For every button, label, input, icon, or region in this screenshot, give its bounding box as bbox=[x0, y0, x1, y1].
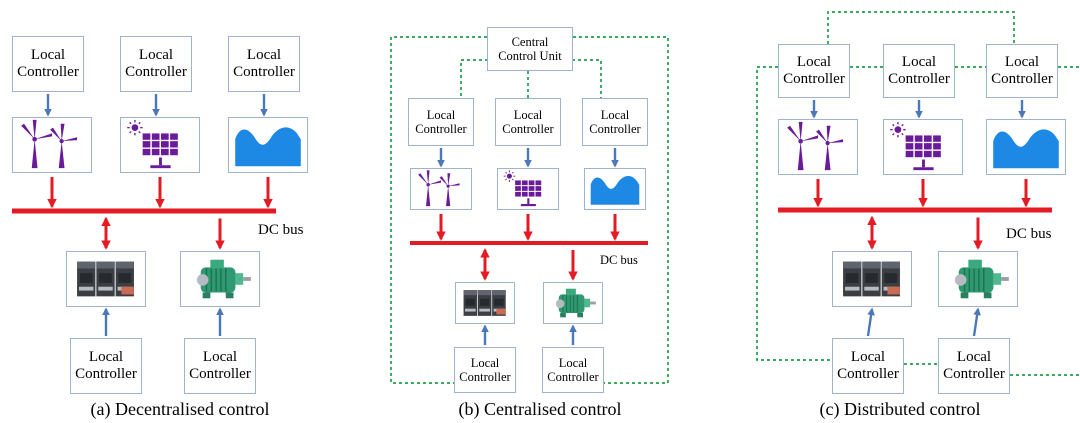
panel-b-central-control-unit-label-line-1: Central bbox=[511, 35, 549, 49]
panel-a-caption: (a) Decentralised control bbox=[90, 399, 270, 419]
panel-c-local-controller-load-2-label-line-2: Controller bbox=[943, 366, 1005, 382]
panel-c-caption: (c) Distributed control bbox=[819, 399, 981, 419]
battery-bank-icon bbox=[67, 252, 145, 306]
panel-b-source-box-2 bbox=[497, 168, 559, 210]
panel-c-source-box-2 bbox=[883, 119, 963, 175]
panel-a-local-controller-source-1-label-line-2: Controller bbox=[17, 64, 79, 80]
battery-bank-icon bbox=[456, 283, 514, 323]
panel-a-local-controller-load-1-label-line-2: Controller bbox=[75, 366, 137, 382]
wind-turbine-icon bbox=[411, 169, 471, 209]
electric-motor-icon bbox=[939, 252, 1017, 306]
panel-c-dc-bus-label: DC bus bbox=[1006, 226, 1052, 242]
panel-a-source-box-3 bbox=[228, 117, 308, 173]
panel-b-local-controller-load-1-label-line-2: Controller bbox=[459, 370, 511, 384]
solar-panel-icon bbox=[884, 120, 962, 174]
panel-c-source-box-3 bbox=[986, 119, 1066, 175]
panel-a-source-box-1 bbox=[12, 117, 92, 173]
panel-b-load-box-2 bbox=[543, 282, 603, 324]
panel-c-local-controller-source-3-label-line-2: Controller bbox=[991, 71, 1053, 87]
panel-a-local-controller-source-1-label-line-1: Local bbox=[30, 47, 66, 64]
panel-c-local-controller-source-1-label-line-2: Controller bbox=[783, 71, 845, 87]
panel-a-local-controller-load-2-label-line-2: Controller bbox=[189, 366, 251, 382]
panel-b-central-control-unit-label-line-2: Control Unit bbox=[498, 49, 562, 63]
panel-b-load-box-1 bbox=[455, 282, 515, 324]
panel-b-comm-link-right bbox=[573, 36, 669, 384]
panel-b-local-controller-source-1-label-line-2: Controller bbox=[415, 122, 467, 136]
panel-b-dc-bus-label: DC bus bbox=[600, 253, 638, 267]
panel-b-comm-link-left bbox=[390, 36, 487, 384]
panel-c-control-arrow-load-2 bbox=[972, 307, 981, 337]
panel-c-control-arrow-load-1 bbox=[866, 307, 875, 337]
panel-a-load-box-2 bbox=[180, 251, 260, 307]
panel-b-comm-link-to-controller-1 bbox=[460, 59, 502, 98]
panel-b-source-box-3 bbox=[584, 168, 646, 210]
battery-bank-icon bbox=[833, 252, 911, 306]
panel-a-load-box-1 bbox=[66, 251, 146, 307]
panel-c-local-controller-load-1-label-line-2: Controller bbox=[837, 366, 899, 382]
panel-c-load-box-2 bbox=[938, 251, 1018, 307]
panel-a-source-box-2 bbox=[120, 117, 200, 173]
panel-c-local-controller-source-1-label-line-1: Local bbox=[796, 54, 832, 71]
wave-icon bbox=[987, 120, 1065, 174]
panel-b-source-box-1 bbox=[410, 168, 472, 210]
wind-turbine-icon bbox=[13, 118, 91, 172]
panel-b-local-controller-source-2-label-line-1: Local bbox=[513, 108, 543, 122]
panel-a-local-controller-load-2-label-line-1: Local bbox=[202, 349, 238, 366]
panel-c-local-controller-load-1-label-line-1: Local bbox=[850, 349, 886, 366]
electric-motor-icon bbox=[544, 283, 602, 323]
panel-b-local-controller-source-1-label-line-1: Local bbox=[426, 108, 456, 122]
panel-a-local-controller-source-3-label-line-1: Local bbox=[246, 47, 282, 64]
panel-a-dc-bus-label: DC bus bbox=[258, 222, 304, 238]
wind-turbine-icon bbox=[779, 120, 857, 174]
panel-c-load-box-1 bbox=[832, 251, 912, 307]
panel-b-local-controller-load-2-label-line-2: Controller bbox=[547, 370, 599, 384]
panel-b-local-controller-load-2-label-line-1: Local bbox=[558, 356, 588, 370]
wave-icon bbox=[585, 169, 645, 209]
panel-c-local-controller-source-2-label-line-1: Local bbox=[901, 54, 937, 71]
panel-b-local-controller-load-1-label-line-1: Local bbox=[470, 356, 500, 370]
panel-c-local-controller-load-2-label-line-1: Local bbox=[956, 349, 992, 366]
panel-a-local-controller-source-2-label-line-1: Local bbox=[138, 47, 174, 64]
panel-a-local-controller-source-3-label-line-2: Controller bbox=[233, 64, 295, 80]
panel-c-comm-ring-top bbox=[827, 11, 1015, 44]
panel-a-local-controller-source-2-label-line-2: Controller bbox=[125, 64, 187, 80]
panel-c-source-box-1 bbox=[778, 119, 858, 175]
solar-panel-icon bbox=[121, 118, 199, 172]
panel-b-local-controller-source-3-label-line-1: Local bbox=[600, 108, 630, 122]
panel-c-local-controller-source-2-label-line-2: Controller bbox=[888, 71, 950, 87]
panel-c-comm-link-left bbox=[756, 66, 832, 361]
electric-motor-icon bbox=[181, 252, 259, 306]
panel-b-comm-link-to-controller-3 bbox=[558, 59, 602, 98]
panel-c-local-controller-source-3-label-line-1: Local bbox=[1004, 54, 1040, 71]
panel-b-caption: (b) Centralised control bbox=[458, 399, 622, 419]
solar-panel-icon bbox=[498, 169, 558, 209]
wave-icon bbox=[229, 118, 307, 172]
panel-b-local-controller-source-3-label-line-2: Controller bbox=[589, 122, 641, 136]
panel-b-local-controller-source-2-label-line-2: Controller bbox=[502, 122, 554, 136]
panel-a-local-controller-load-1-label-line-1: Local bbox=[88, 349, 124, 366]
